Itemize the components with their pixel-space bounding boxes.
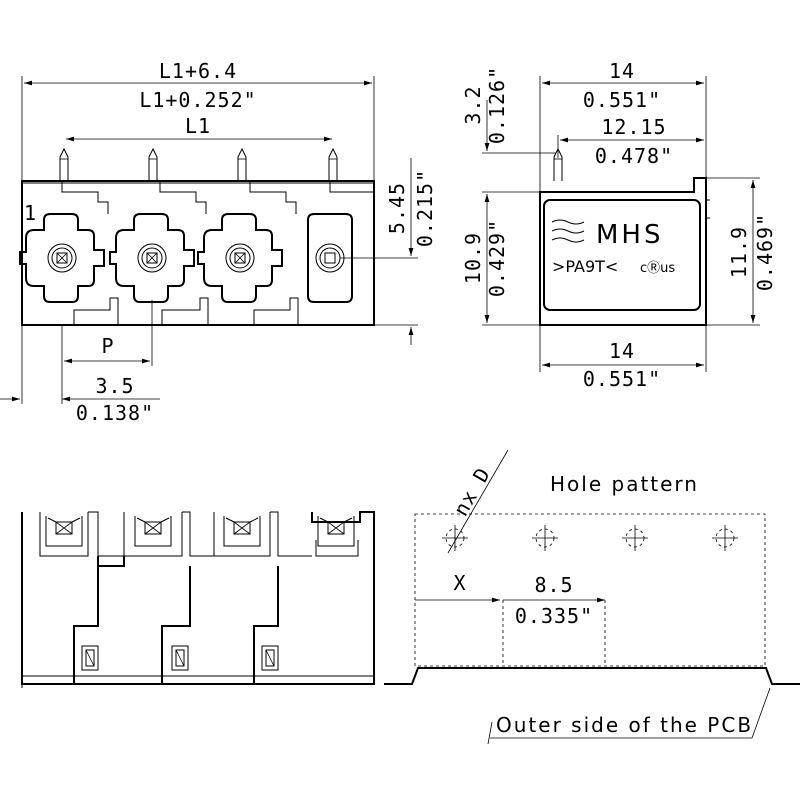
total-height-mm: 11.9 [727, 226, 751, 278]
pitch-label: P [101, 334, 114, 358]
pin-offset-mm: 12.15 [601, 115, 666, 139]
body-height-in: 0.429" [485, 219, 509, 297]
offset-dim-mm: 3.5 [95, 374, 134, 398]
front-view: 1 L1+6.4 L1+0.252" L1 P 3.5 0.138" 5.45 … [0, 59, 437, 425]
screw-terminal [109, 213, 195, 303]
pin-one-label: 1 [24, 201, 37, 225]
spacing-dim-in: 0.335" [515, 604, 593, 628]
top-view [21, 511, 375, 688]
total-height-in: 0.469" [753, 213, 777, 291]
part-text: >PA9T< [552, 257, 618, 276]
width-bottom-in: 0.551" [583, 367, 661, 391]
pcb-edge [384, 667, 800, 685]
hole-pattern-view: Hole pattern nx D X 8.5 0.335" Outer sid… [384, 449, 800, 745]
pitch-total-dim: L1 [185, 114, 211, 138]
pin-offset-in: 0.478" [595, 144, 673, 168]
x-label: X [453, 571, 466, 595]
label-panel [543, 199, 701, 311]
height-dim-in: 0.215" [413, 169, 437, 247]
offset-dim-in: 0.138" [76, 401, 154, 425]
height-dim-mm: 5.45 [385, 182, 409, 234]
overall-dim-in: L1+0.252" [139, 88, 256, 112]
screw-terminal [197, 213, 283, 303]
footprint-outline [414, 513, 766, 667]
width-bottom-mm: 14 [609, 339, 635, 363]
hole-pattern-title: Hole pattern [550, 472, 699, 496]
pin-height-in: 0.126" [485, 66, 509, 144]
pcb-note: Outer side of the PCB [496, 713, 753, 737]
side-view: MHS >PA9T< cⓇus 14 0.551" 12.15 0.478" 3… [461, 59, 777, 391]
spacing-dim-mm: 8.5 [534, 573, 573, 597]
mhs-logo-icon [551, 219, 585, 243]
overall-dim-mm: L1+6.4 [159, 59, 237, 83]
hole-label: nx D [449, 463, 496, 520]
screw-terminal [19, 213, 105, 303]
cert-mark: cⓇus [640, 261, 675, 276]
width-top-in: 0.551" [583, 88, 661, 112]
pin-height-mm: 3.2 [461, 85, 485, 124]
top-view-body [21, 511, 375, 685]
body-height-mm: 10.9 [461, 232, 485, 284]
width-top-mm: 14 [609, 59, 635, 83]
brand-text: MHS [596, 220, 664, 250]
